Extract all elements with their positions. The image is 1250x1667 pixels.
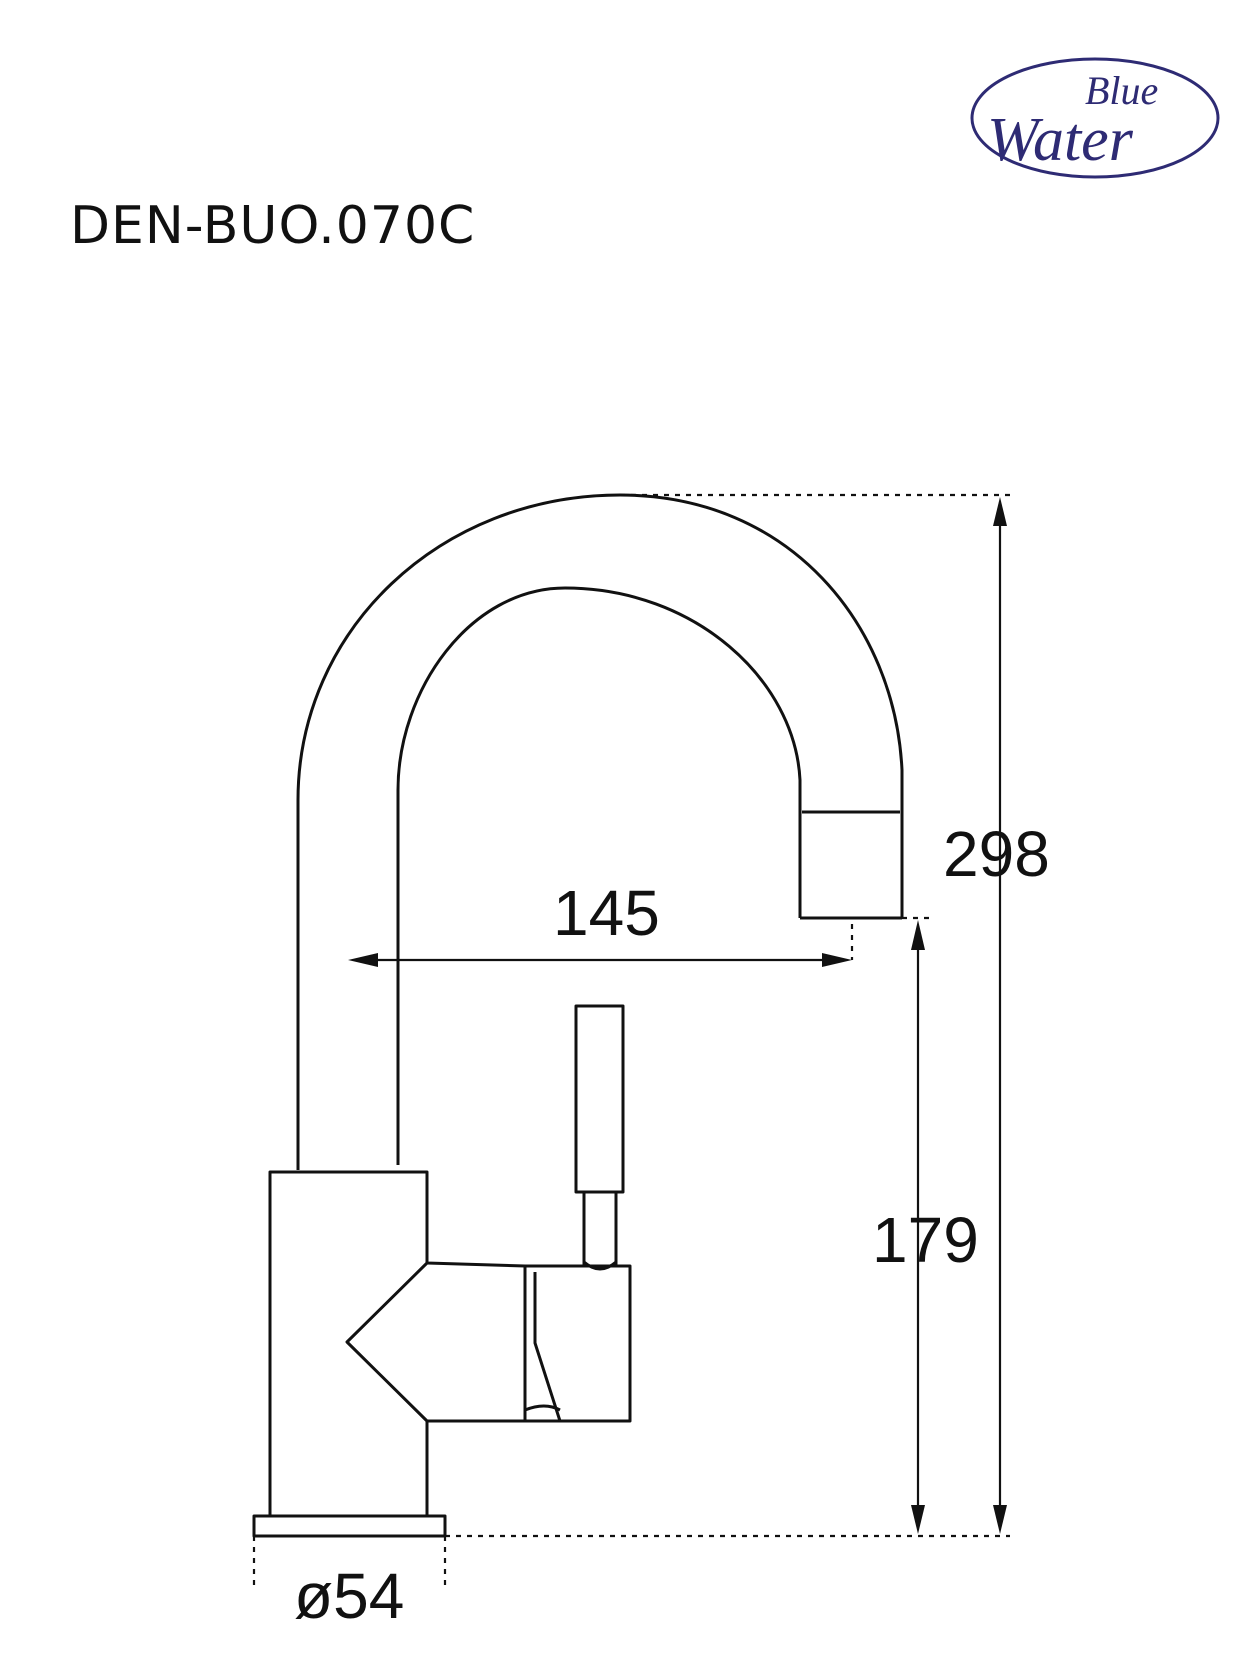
base-plate [252, 1514, 447, 1538]
lever-upper [574, 1004, 625, 1194]
dim-label-total-height: 298 [943, 818, 1050, 890]
arrow-spout-reach-right [822, 953, 852, 967]
logo-ellipse [970, 57, 1220, 179]
logo-word-water: Water [987, 106, 1134, 174]
handle-hub-curve [524, 1404, 561, 1412]
dim-label-spout-height: 179 [872, 1204, 979, 1276]
logo-word-blue: Blue [1085, 68, 1158, 113]
arrow-spout-height-bottom [911, 1505, 925, 1534]
body-hub-chevron [345, 1261, 429, 1423]
lever-neck [582, 1190, 618, 1268]
arrow-total-height-bottom [993, 1505, 1007, 1534]
lever-joint [583, 1260, 617, 1271]
arrow-spout-reach-left [348, 953, 378, 967]
spout-outer-contour [296, 493, 904, 1170]
spout-inner-contour [396, 586, 802, 1165]
brand-logo: Blue Water [970, 57, 1220, 179]
dim-label-spout-reach: 145 [553, 877, 660, 949]
handle-hub [523, 1264, 632, 1423]
model-code: DEN-BUO.070C [70, 196, 476, 256]
handle-hub-inner [533, 1272, 562, 1422]
arrow-spout-height-top [911, 920, 925, 950]
dim-label-base-diameter: ø54 [294, 1560, 404, 1632]
arrow-total-height-top [993, 497, 1007, 526]
faucet-body [268, 1170, 527, 1518]
